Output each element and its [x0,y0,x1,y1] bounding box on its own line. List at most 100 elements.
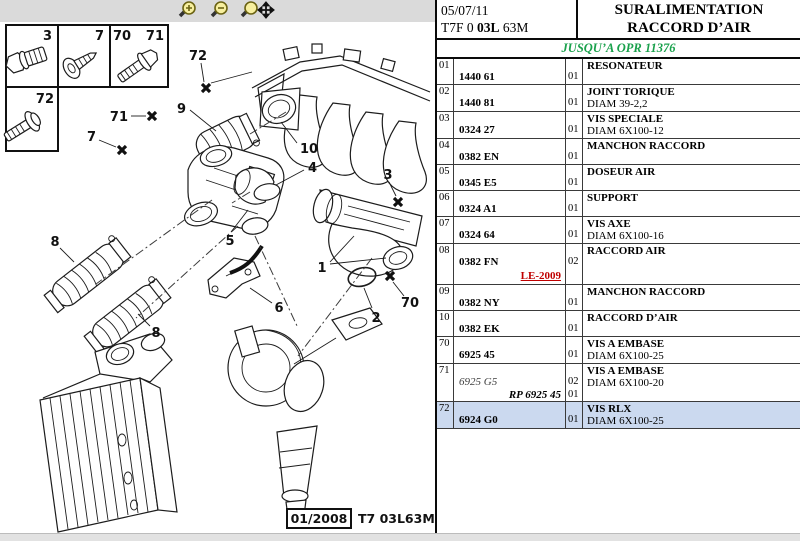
row-index: 07 [439,218,450,229]
row-index: 06 [439,192,450,203]
callout-4[interactable]: 4 [308,161,317,176]
callout-8a[interactable]: 8 [50,235,59,250]
part-qty: 01 [568,124,579,135]
row-index: 71 [439,365,450,376]
part-detail: DIAM 6X100-12 [587,125,664,137]
part-note[interactable]: LE-2009 [520,270,561,282]
page-title-line2: RACCORD D’AIR [627,20,751,36]
row-index: 10 [439,312,450,323]
parts-header: 05/07/11 T7F 0 03L 63M SURALIMENTATION R… [437,0,800,40]
legend-label-7: 7 [95,29,104,44]
part-qty: 01 [568,414,579,425]
part-reference: 0382 EK [459,323,500,335]
part-reference: 6925 G5 [459,376,498,388]
part-reference: 0324 27 [459,124,495,136]
callout-2[interactable]: 2 [371,311,380,326]
part-detail: DIAM 6X100-20 [587,377,664,389]
part-name: VIS AXE [587,218,631,230]
part-qty: 01 [568,203,579,214]
part-name: RACCORD AIR [587,245,666,257]
part-reference: 0382 NY [459,297,500,309]
page-title: SURALIMENTATION RACCORD D’AIR [578,0,800,38]
hex-bolt-icon [5,46,48,74]
row-index: 08 [439,245,450,256]
screw-legend: 3 7 70 71 72 [3,24,169,152]
part-name: SUPPORT [587,192,638,204]
part-name: JOINT TORIQUE [587,86,675,98]
flat-screw-icon [62,52,98,79]
part-qty: 01 [568,177,579,188]
part-detail: DIAM 6X100-25 [587,415,664,427]
callout-7[interactable]: 7 [87,130,96,145]
part-detail: DIAM 6X100-25 [587,350,664,362]
callout-marks: 72 9 71 7 10 4 3 5 1 8 8 6 2 70 [50,49,419,341]
parts-panel: 05/07/11 T7F 0 03L 63M SURALIMENTATION R… [435,0,800,541]
part-name: RACCORD D’AIR [587,312,678,324]
part-qty: 01 [568,297,579,308]
callout-10[interactable]: 10 [300,142,318,157]
callout-71[interactable]: 71 [110,110,128,125]
zoom-out-icon[interactable] [210,1,228,18]
part-reference: 1440 61 [459,71,495,83]
row-index: 70 [439,338,450,349]
legend-label-72: 72 [36,92,54,107]
part-reference: 6924 G0 [459,414,498,426]
air-duct-drawing [312,188,423,277]
bellows-hose-b-drawing [83,276,172,355]
catalog-date: 05/07/11 [441,3,489,18]
flange-screw-icon [117,49,159,83]
callout-3[interactable]: 3 [383,168,392,183]
part-reference: 0382 EN [459,151,500,163]
legend-label-71: 71 [146,29,164,44]
part-name: MANCHON RACCORD [587,140,706,152]
part-qty: 02 [568,376,579,387]
diagram-panel: 3 7 70 71 72 [0,0,435,533]
row-index: 04 [439,140,450,151]
part-name: VIS SPECIALE [587,113,664,125]
callout-70[interactable]: 70 [401,296,419,311]
part-qty: 02 [568,256,579,267]
part-name: RESONATEUR [587,60,663,72]
zoom-pan-icon[interactable] [240,1,275,19]
part-detail: DIAM 6X100-16 [587,230,664,242]
catalog-reference-block: 05/07/11 T7F 0 03L 63M [437,0,578,38]
part-reference: 1440 81 [459,97,495,109]
callout-8b[interactable]: 8 [151,326,160,341]
callout-6[interactable]: 6 [274,301,283,316]
part-detail: DIAM 39-2,2 [587,98,648,110]
part-sub-reference: RP 6925 45 [508,389,561,401]
part-reference: 0324 64 [459,229,495,241]
window-bottom-edge [0,533,800,541]
callout-72[interactable]: 72 [189,49,207,64]
callout-5[interactable]: 5 [225,234,234,249]
assembly-axis-lines [95,111,373,357]
diagram-footer: 01/2008 T7 03L63M [286,508,435,529]
zoom-in-icon[interactable] [178,1,196,18]
part-name: DOSEUR AIR [587,166,656,178]
part-qty: 01 [568,349,579,360]
row-index: 02 [439,86,450,97]
row-index: 05 [439,166,450,177]
legend-label-3: 3 [43,29,52,44]
intercooler-drawing [39,332,178,533]
callout-9[interactable]: 9 [177,102,186,117]
o-ring-drawing [347,266,377,288]
air-flange-drawing [259,87,301,131]
callout-1[interactable]: 1 [317,261,326,276]
diagram-date-box: 01/2008 [291,511,348,526]
part-qty: 01 [568,71,579,82]
